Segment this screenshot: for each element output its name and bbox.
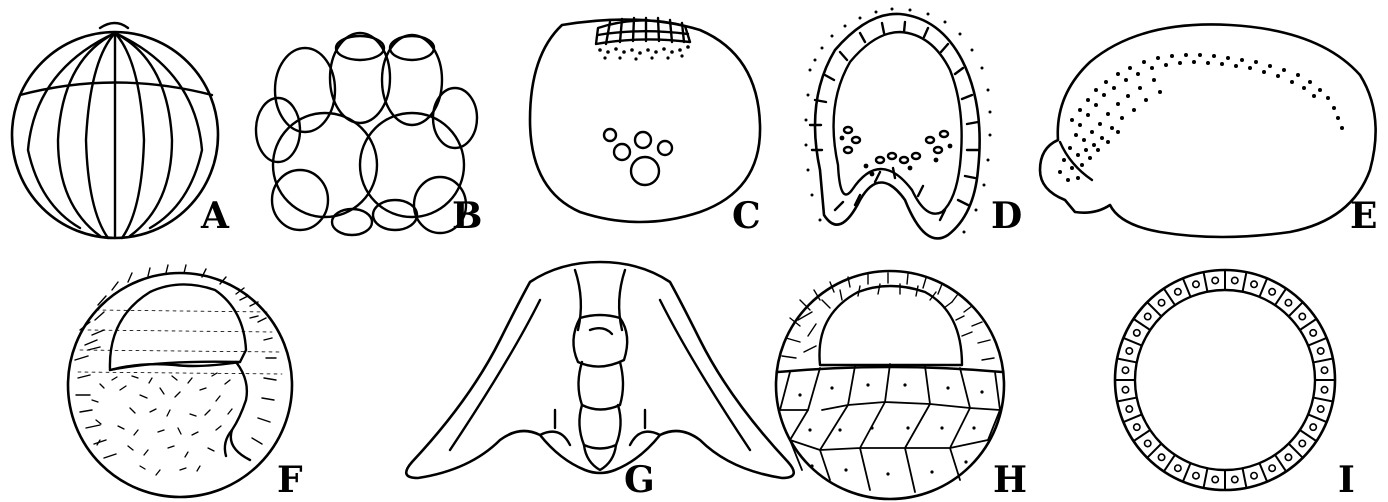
panel-label-c: C <box>732 198 761 234</box>
panel-e-drawing <box>1040 24 1376 237</box>
panel-g-drawing <box>406 262 794 478</box>
panel-c-drawing <box>530 18 760 222</box>
panel-label-f: F <box>277 462 303 498</box>
panel-label-b: B <box>452 198 482 234</box>
panel-b-drawing <box>256 33 477 235</box>
panel-label-i: I <box>1338 462 1355 498</box>
panel-a-drawing <box>12 23 218 238</box>
panel-label-g: G <box>624 462 655 498</box>
panel-h-drawing <box>776 271 1004 499</box>
panel-d-drawing <box>805 8 992 239</box>
panel-label-e: E <box>1350 198 1377 234</box>
panel-label-h: H <box>993 462 1027 498</box>
panel-f-drawing <box>68 265 292 497</box>
panel-label-a: A <box>201 198 229 234</box>
dotted-band <box>1058 53 1344 182</box>
panel-i-drawing <box>1115 270 1335 490</box>
panel-label-d: D <box>991 198 1022 234</box>
